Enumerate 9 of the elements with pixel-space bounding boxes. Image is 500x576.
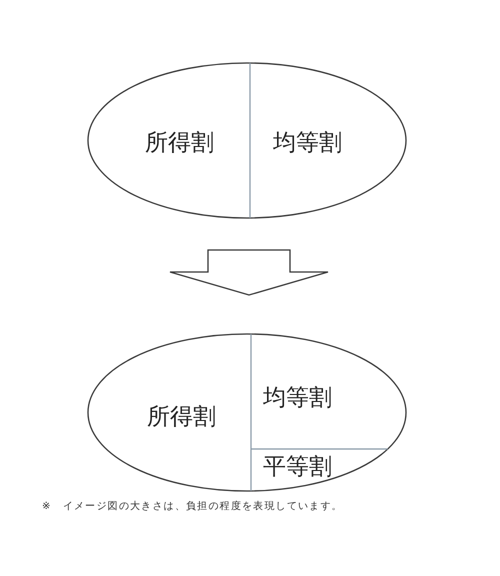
split-ellipse [87,62,407,219]
section-label: 均等割 [273,129,342,157]
section-label: 平等割 [263,453,332,481]
section-label: 所得割 [147,403,216,431]
footnote: ※ イメージ図の大きさは、負担の程度を表現しています。 [42,500,343,514]
split-ellipse [87,333,407,492]
section-label: 所得割 [145,129,214,157]
section-label: 均等割 [263,384,332,412]
block-arrow [169,249,329,296]
